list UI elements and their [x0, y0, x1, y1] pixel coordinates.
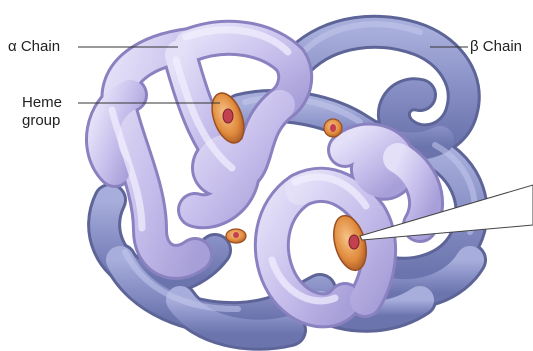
heme-disc-upper-right — [324, 119, 342, 137]
alpha-chain-label: α Chain — [8, 38, 60, 56]
heme-group-label: Heme group — [22, 94, 62, 130]
heme-label-line2: group — [22, 112, 62, 130]
heme-label-line1: Heme — [22, 94, 62, 112]
alpha-chain-tubes — [103, 30, 426, 311]
heme-disc-lower-left — [226, 229, 246, 243]
beta-chain-label: β Chain — [470, 38, 522, 56]
